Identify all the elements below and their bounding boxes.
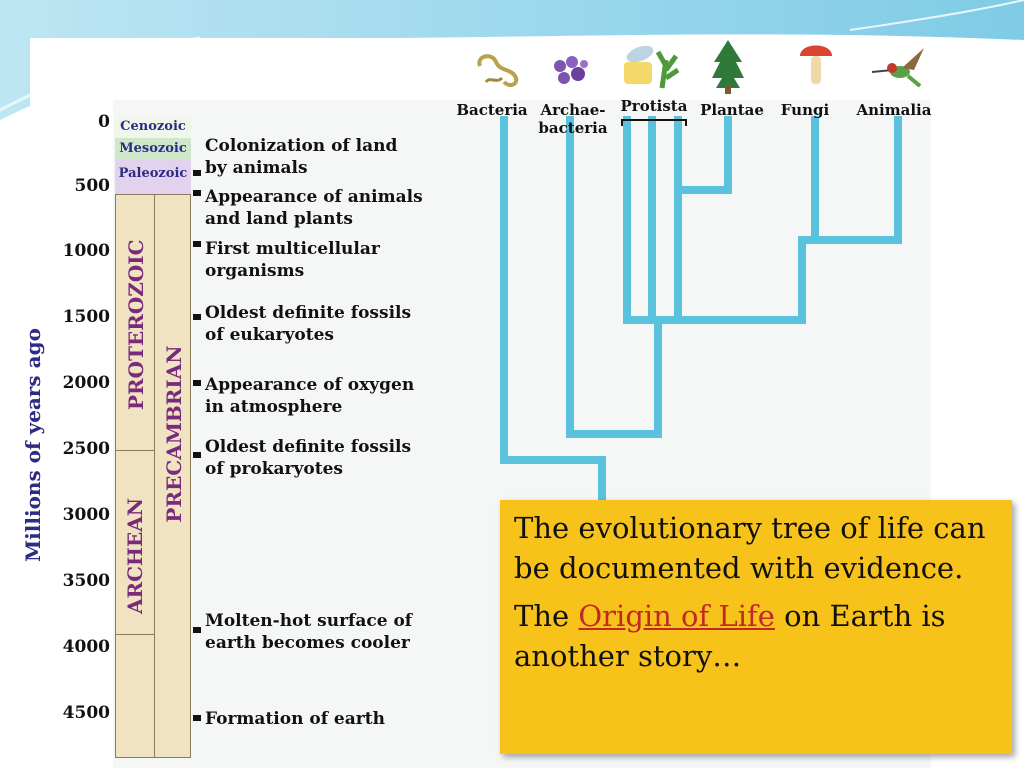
- tick-1000: 1000: [62, 241, 110, 261]
- callout-paragraph: The evolutionary tree of life can be doc…: [514, 511, 986, 585]
- event-marker: [193, 190, 201, 196]
- taxon-animalia: Animalia: [856, 101, 932, 119]
- taxon-protista: Protista: [620, 97, 688, 115]
- event-marker: [193, 380, 201, 386]
- tick-3500: 3500: [62, 571, 110, 591]
- event-marker: [193, 715, 201, 721]
- eon-divider: [115, 450, 155, 451]
- era-mesozoic: Mesozoic: [115, 138, 191, 160]
- protista-icon: [624, 45, 680, 89]
- tick-4000: 4000: [62, 637, 110, 657]
- event-marker: [193, 170, 201, 176]
- event-marker: [193, 627, 201, 633]
- era-cenozoic: Cenozoic: [115, 118, 191, 138]
- tick-0: 0: [98, 112, 110, 132]
- event-marker: [193, 314, 201, 320]
- event-marker: [193, 452, 201, 458]
- event-marker: [193, 241, 201, 247]
- hummingbird-icon: [871, 48, 924, 88]
- archaebacteria-icon: [554, 56, 588, 84]
- bacteria-icon: [477, 54, 519, 87]
- event-earth-formation: Formation of earth: [205, 709, 385, 729]
- callout-box: The evolutionary tree of life can be doc…: [500, 500, 1012, 754]
- origin-of-life-link[interactable]: Origin of Life: [578, 599, 775, 633]
- mushroom-icon: [800, 45, 832, 84]
- plant-icon: [712, 40, 744, 94]
- taxon-bacteria: Bacteria: [456, 101, 528, 119]
- tick-2000: 2000: [62, 373, 110, 393]
- taxon-fungi: Fungi: [780, 101, 830, 119]
- eon-divider: [115, 634, 155, 635]
- callout-paragraph: The Origin of Life on Earth is another s…: [514, 599, 946, 673]
- era-paleozoic: Paleozoic: [115, 160, 191, 194]
- tick-2500: 2500: [62, 439, 110, 459]
- protista-bracket: [621, 119, 687, 126]
- tick-1500: 1500: [62, 307, 110, 327]
- tick-4500: 4500: [62, 703, 110, 723]
- tick-3000: 3000: [62, 505, 110, 525]
- taxon-plantae: Plantae: [700, 101, 764, 119]
- tick-500: 500: [74, 176, 111, 196]
- taxon-archaebacteria: Archae-bacteria: [538, 101, 608, 137]
- eon-column: [115, 194, 155, 758]
- precambrian-column: [154, 194, 191, 758]
